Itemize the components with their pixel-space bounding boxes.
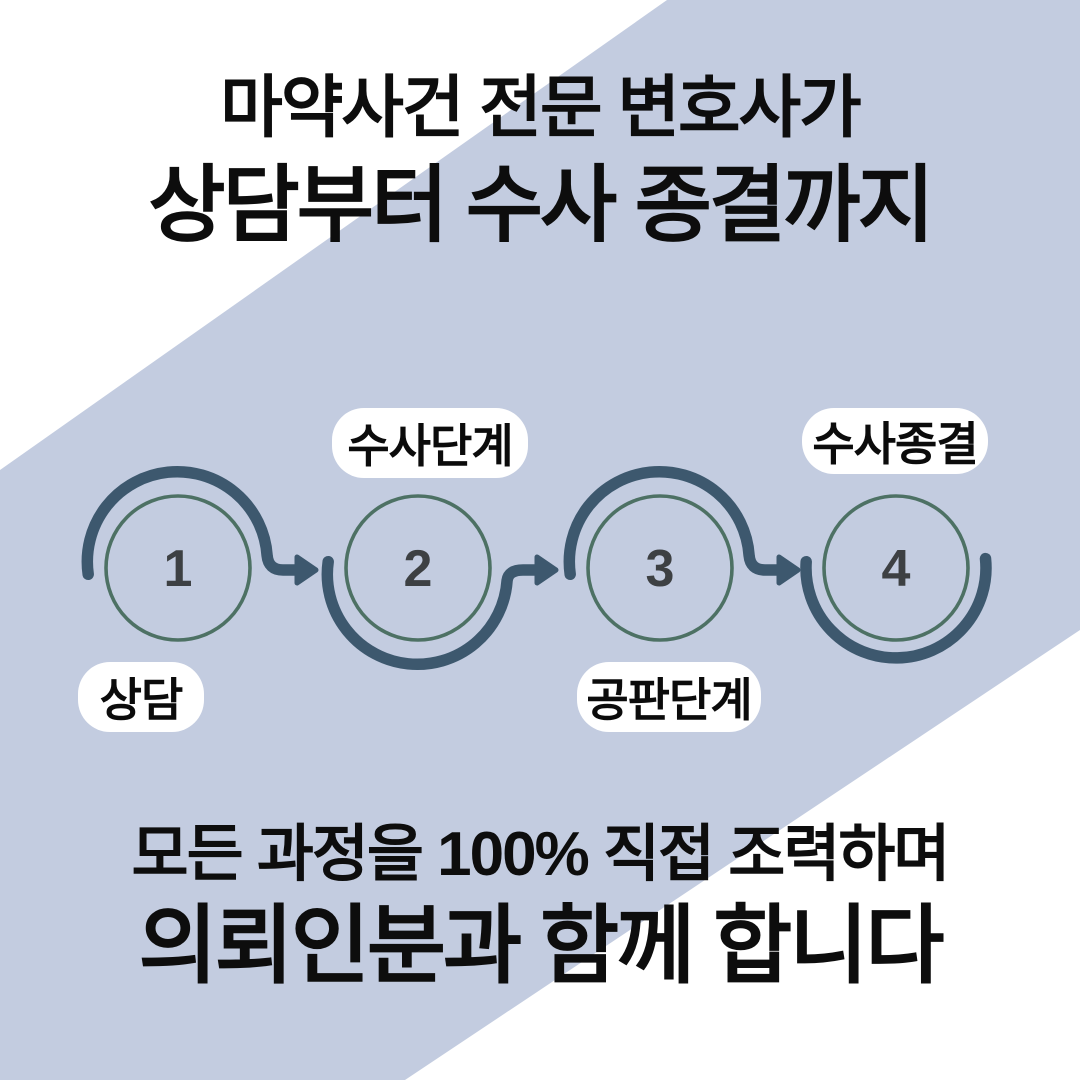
process-step-3: 3 — [563, 465, 801, 642]
title-line-1: 마약사건 전문 변호사가 — [220, 70, 861, 146]
step-4-circle — [822, 494, 970, 642]
footer-line-2: 의뢰인분과 함께 합니다 — [138, 898, 945, 994]
flow-arrow-2-icon — [534, 554, 559, 586]
process-step-1: 1 — [81, 465, 319, 642]
step-4-label-pill: 수사종결 — [802, 408, 988, 474]
step-2-circle — [344, 494, 492, 642]
step-1-arc — [81, 465, 302, 581]
step-3-arc — [563, 465, 784, 581]
step-1-label: 상담 — [99, 674, 184, 726]
footer-line-1: 모든 과정을 100% 직접 조력하며 — [131, 820, 951, 889]
step-1-number: 1 — [164, 540, 193, 598]
step-4-number: 4 — [882, 540, 911, 598]
step-2-number: 2 — [404, 540, 433, 598]
flow-arrow-3-icon — [776, 554, 801, 586]
process-step-4: 4 — [800, 494, 992, 664]
step-2-arc — [321, 555, 542, 671]
step-4-label: 수사종결 — [812, 418, 978, 470]
flow-arrow-1-icon — [294, 554, 319, 586]
step-2-label: 수사단계 — [347, 420, 513, 472]
step-3-label-pill: 공판단계 — [577, 662, 761, 732]
title-line-2: 상담부터 수사 종결까지 — [148, 158, 934, 252]
step-2-label-pill: 수사단계 — [332, 408, 528, 478]
step-3-number: 3 — [646, 540, 675, 598]
step-3-circle — [586, 494, 734, 642]
step-1-circle — [104, 494, 252, 642]
step-3-label: 공판단계 — [586, 674, 752, 726]
step-1-label-pill: 상담 — [78, 662, 204, 732]
process-step-2: 2 — [321, 494, 559, 671]
step-4-arc — [800, 552, 992, 664]
